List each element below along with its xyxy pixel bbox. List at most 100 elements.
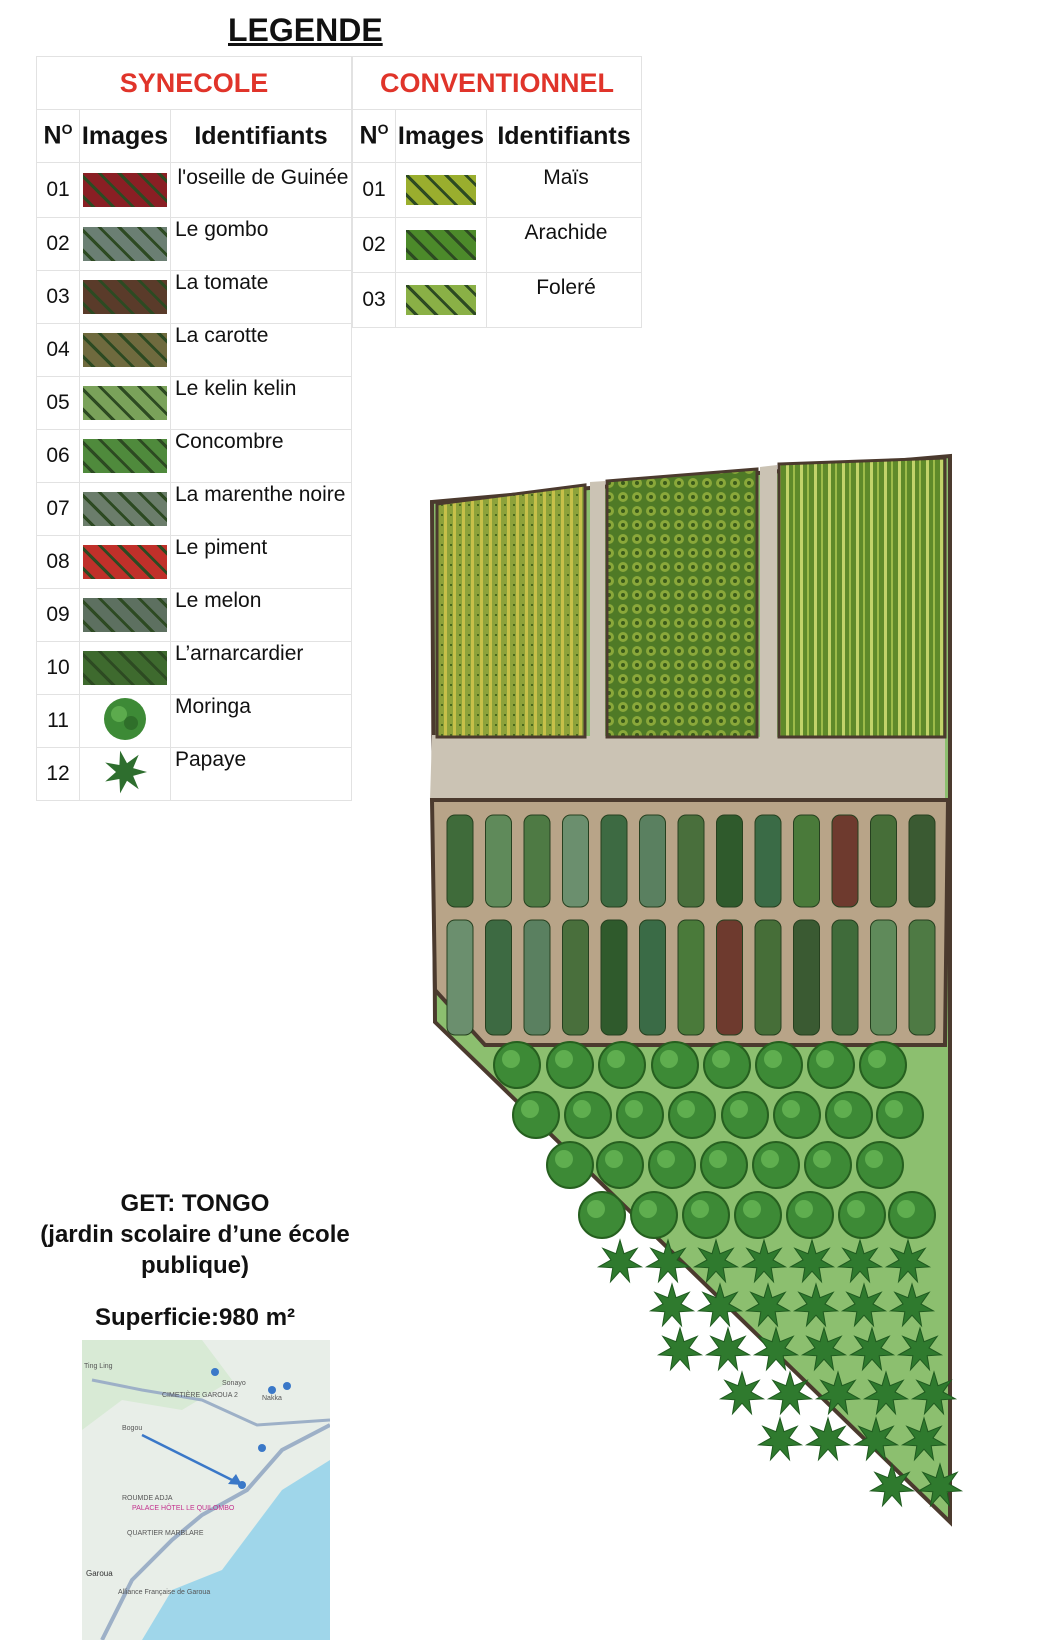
vegetable-bed <box>562 919 589 1036</box>
moringa-tree-icon <box>512 1091 560 1139</box>
vegetable-bed <box>600 814 628 908</box>
map-label: Ting Ling <box>84 1363 113 1370</box>
vegetable-bed <box>870 814 897 908</box>
moringa-highlight <box>605 1150 623 1168</box>
moringa-highlight <box>712 1050 730 1068</box>
row-identifiant: l'oseille de Guinée <box>170 162 352 218</box>
plot-arachide <box>605 467 759 739</box>
papaya-leaf-icon <box>766 1370 814 1416</box>
row-number: 02 <box>352 217 396 273</box>
papaya-leaf-icon <box>648 1282 696 1328</box>
vegetable-bed <box>793 919 820 1036</box>
plant-thumbnail <box>83 598 167 632</box>
moringa-highlight <box>795 1200 813 1218</box>
row-number: 06 <box>36 429 80 483</box>
vegetable-bed <box>831 814 859 908</box>
row-identifiant: Le melon <box>170 588 352 642</box>
moringa-highlight <box>573 1100 591 1118</box>
papaya-leaf-icon <box>800 1326 848 1372</box>
vegetable-bed <box>677 814 705 908</box>
moringa-tree-icon <box>876 1091 924 1139</box>
papaya-leaf-icon <box>644 1238 692 1284</box>
moringa-tree-icon <box>651 1041 699 1089</box>
plant-thumbnail <box>83 545 167 579</box>
papaya-leaf-icon <box>900 1416 948 1462</box>
path-divider <box>590 481 605 740</box>
vegetable-bed <box>677 919 705 1036</box>
site-description-line1: (jardin scolaire d’une école <box>40 1221 350 1248</box>
map-lake <box>142 1460 330 1640</box>
synecole-heading: SYNECOLE <box>36 56 352 110</box>
row-number: 07 <box>36 482 80 536</box>
row-identifiant: La marenthe noire <box>170 482 352 536</box>
papaya-leaf-icon <box>852 1416 900 1462</box>
row-identifiant: Foleré <box>486 272 642 328</box>
legend-row: 12 Papaye <box>36 747 352 801</box>
plot-mais <box>435 483 587 739</box>
papaya-leaf-icon <box>105 750 147 793</box>
moringa-tree-icon <box>578 1191 626 1239</box>
moringa-tree-icon <box>773 1091 821 1139</box>
moringa-highlight <box>657 1150 675 1168</box>
moringa-tree-icon <box>859 1041 907 1089</box>
vegetable-bed <box>562 814 589 908</box>
row-number: 12 <box>36 747 80 801</box>
moringa-highlight <box>691 1200 709 1218</box>
moringa-tree-icon <box>786 1191 834 1239</box>
path-strip <box>430 735 945 800</box>
map-pins <box>211 1368 291 1489</box>
row-identifiant: La carotte <box>170 323 352 377</box>
moringa-tree-icon <box>546 1141 594 1189</box>
vegetable-bed <box>600 919 628 1036</box>
moringa-highlight <box>521 1100 539 1118</box>
superficie-label: Superficie:980 m² <box>94 1304 296 1331</box>
papaya-leaf-icon <box>752 1326 800 1372</box>
col-identifiants-header: Identifiants <box>486 109 642 163</box>
moringa-highlight <box>502 1050 520 1068</box>
plant-thumbnail <box>83 492 167 526</box>
moringa-highlight <box>764 1050 782 1068</box>
col-images-header: Images <box>395 109 487 163</box>
row-identifiant: La tomate <box>170 270 352 324</box>
papaya-leaf-icon <box>792 1282 840 1328</box>
row-identifiant: Papaye <box>170 747 352 801</box>
papaya-leaf-icon <box>718 1370 766 1416</box>
row-image <box>79 588 171 642</box>
moringa-tree-icon <box>856 1141 904 1189</box>
plant-thumbnail <box>406 285 476 315</box>
moringa-highlight <box>885 1100 903 1118</box>
moringa-tree-icon <box>888 1191 936 1239</box>
moringa-tree-icon <box>668 1091 716 1139</box>
col-identifiants-header: Identifiants <box>170 109 352 163</box>
tree-icon <box>104 697 146 740</box>
map-label: Garoua <box>86 1569 113 1578</box>
moringa-highlight <box>743 1200 761 1218</box>
map-pin-icon <box>268 1386 276 1394</box>
vegetable-beds <box>446 814 936 1036</box>
location-map: Ting Ling Sonayo CIMETIÈRE GAROUA 2 Nakk… <box>82 1340 330 1640</box>
papaya-leaf-icon <box>840 1282 888 1328</box>
row-identifiant: Maïs <box>486 162 642 218</box>
row-image <box>79 535 171 589</box>
papaya-plants <box>596 1238 964 1508</box>
row-image <box>79 162 171 218</box>
plant-thumbnail <box>83 651 167 685</box>
papaya-leaf-icon <box>788 1238 836 1284</box>
moringa-highlight <box>847 1200 865 1218</box>
moringa-tree-icon <box>825 1091 873 1139</box>
map-label: Alliance Française de Garoua <box>118 1589 210 1596</box>
map-road <box>91 1378 330 1427</box>
papaya-leaf-icon <box>916 1462 964 1508</box>
moringa-trees <box>493 1041 936 1239</box>
row-number: 03 <box>352 272 396 328</box>
moringa-tree-icon <box>493 1041 541 1089</box>
papaya-leaf-icon <box>862 1370 910 1416</box>
row-identifiant: Arachide <box>486 217 642 273</box>
row-number: 10 <box>36 641 80 695</box>
row-image <box>79 323 171 377</box>
